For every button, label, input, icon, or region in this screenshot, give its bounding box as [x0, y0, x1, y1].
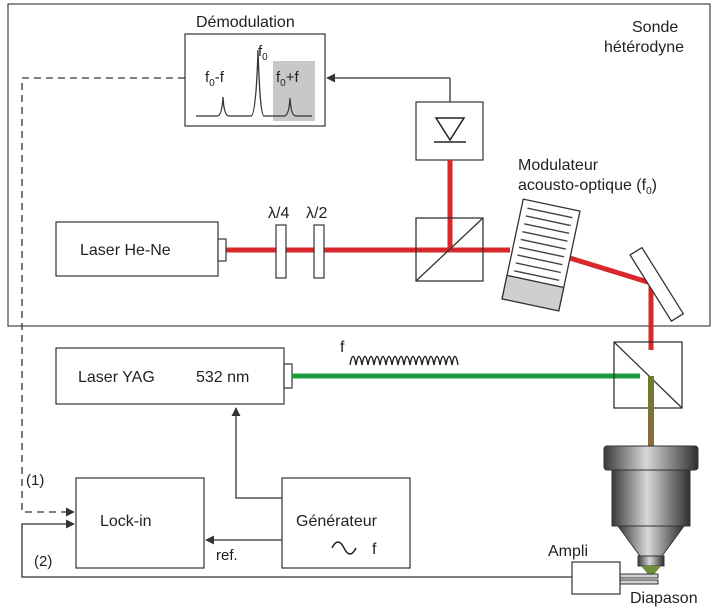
sonde-label: Sonde — [632, 19, 678, 36]
ref-label: ref. — [216, 547, 238, 564]
laser-yag-aperture — [283, 363, 293, 389]
f0-minus-f-label: f0-f — [205, 69, 225, 89]
photodiode-icon — [434, 117, 466, 143]
ampli-label: Ampli — [548, 543, 588, 560]
lockin-box — [75, 477, 205, 569]
quarter-waveplate — [275, 224, 287, 279]
signal-2-line — [21, 519, 572, 578]
laser-yag-label: Laser YAG — [78, 369, 155, 386]
sine-wave-icon — [331, 541, 357, 555]
ampli-box — [571, 561, 621, 595]
demodulation-spectrum — [196, 49, 312, 117]
generator-box — [281, 477, 411, 569]
generator-f-label: f — [372, 541, 377, 558]
beamsplitter-1 — [415, 217, 484, 282]
beamsplitter-2-diagonal — [613, 341, 683, 409]
modulator-label-1: Modulateur — [518, 157, 599, 174]
heterodyne-probe-frame — [7, 3, 711, 327]
f0-peak-label: f0 — [258, 43, 268, 63]
heterodyne-label: hétérodyne — [604, 39, 684, 56]
gen-to-yag-line — [231, 407, 282, 499]
f0-plus-f-label: f0+f — [276, 69, 299, 89]
laser-hene-aperture — [217, 238, 227, 262]
generator-label: Générateur — [296, 513, 378, 530]
tuning-fork — [619, 573, 659, 585]
half-waveplate — [313, 224, 325, 279]
lockin-label: Lock-in — [100, 513, 152, 530]
modulator-label-2: acousto-optique (f0) — [518, 177, 657, 197]
demodulation-highlight — [273, 61, 315, 121]
signal-1-label: (1) — [26, 472, 44, 489]
laser-hene — [55, 221, 219, 277]
microscope-objective — [603, 445, 699, 578]
signal-2-label: (2) — [34, 553, 52, 570]
photodiode — [415, 101, 484, 161]
laser-hene-label: Laser He-Ne — [80, 242, 171, 259]
demodulation-title: Démodulation — [196, 14, 295, 31]
quarter-waveplate-label: λ/4 — [268, 205, 289, 222]
acousto-optic-modulator — [501, 198, 581, 312]
half-waveplate-label: λ/2 — [306, 205, 327, 222]
diapason-label: Diapason — [630, 590, 698, 607]
mirror — [629, 246, 685, 323]
beamsplitter-1-diagonal — [415, 217, 484, 282]
modulation-pulse-train — [349, 355, 459, 366]
modulation-f-label: f — [340, 339, 345, 356]
combined-beam — [648, 376, 654, 446]
signal-1-line — [21, 77, 185, 517]
laser-yag-wavelength: 532 nm — [196, 369, 249, 386]
